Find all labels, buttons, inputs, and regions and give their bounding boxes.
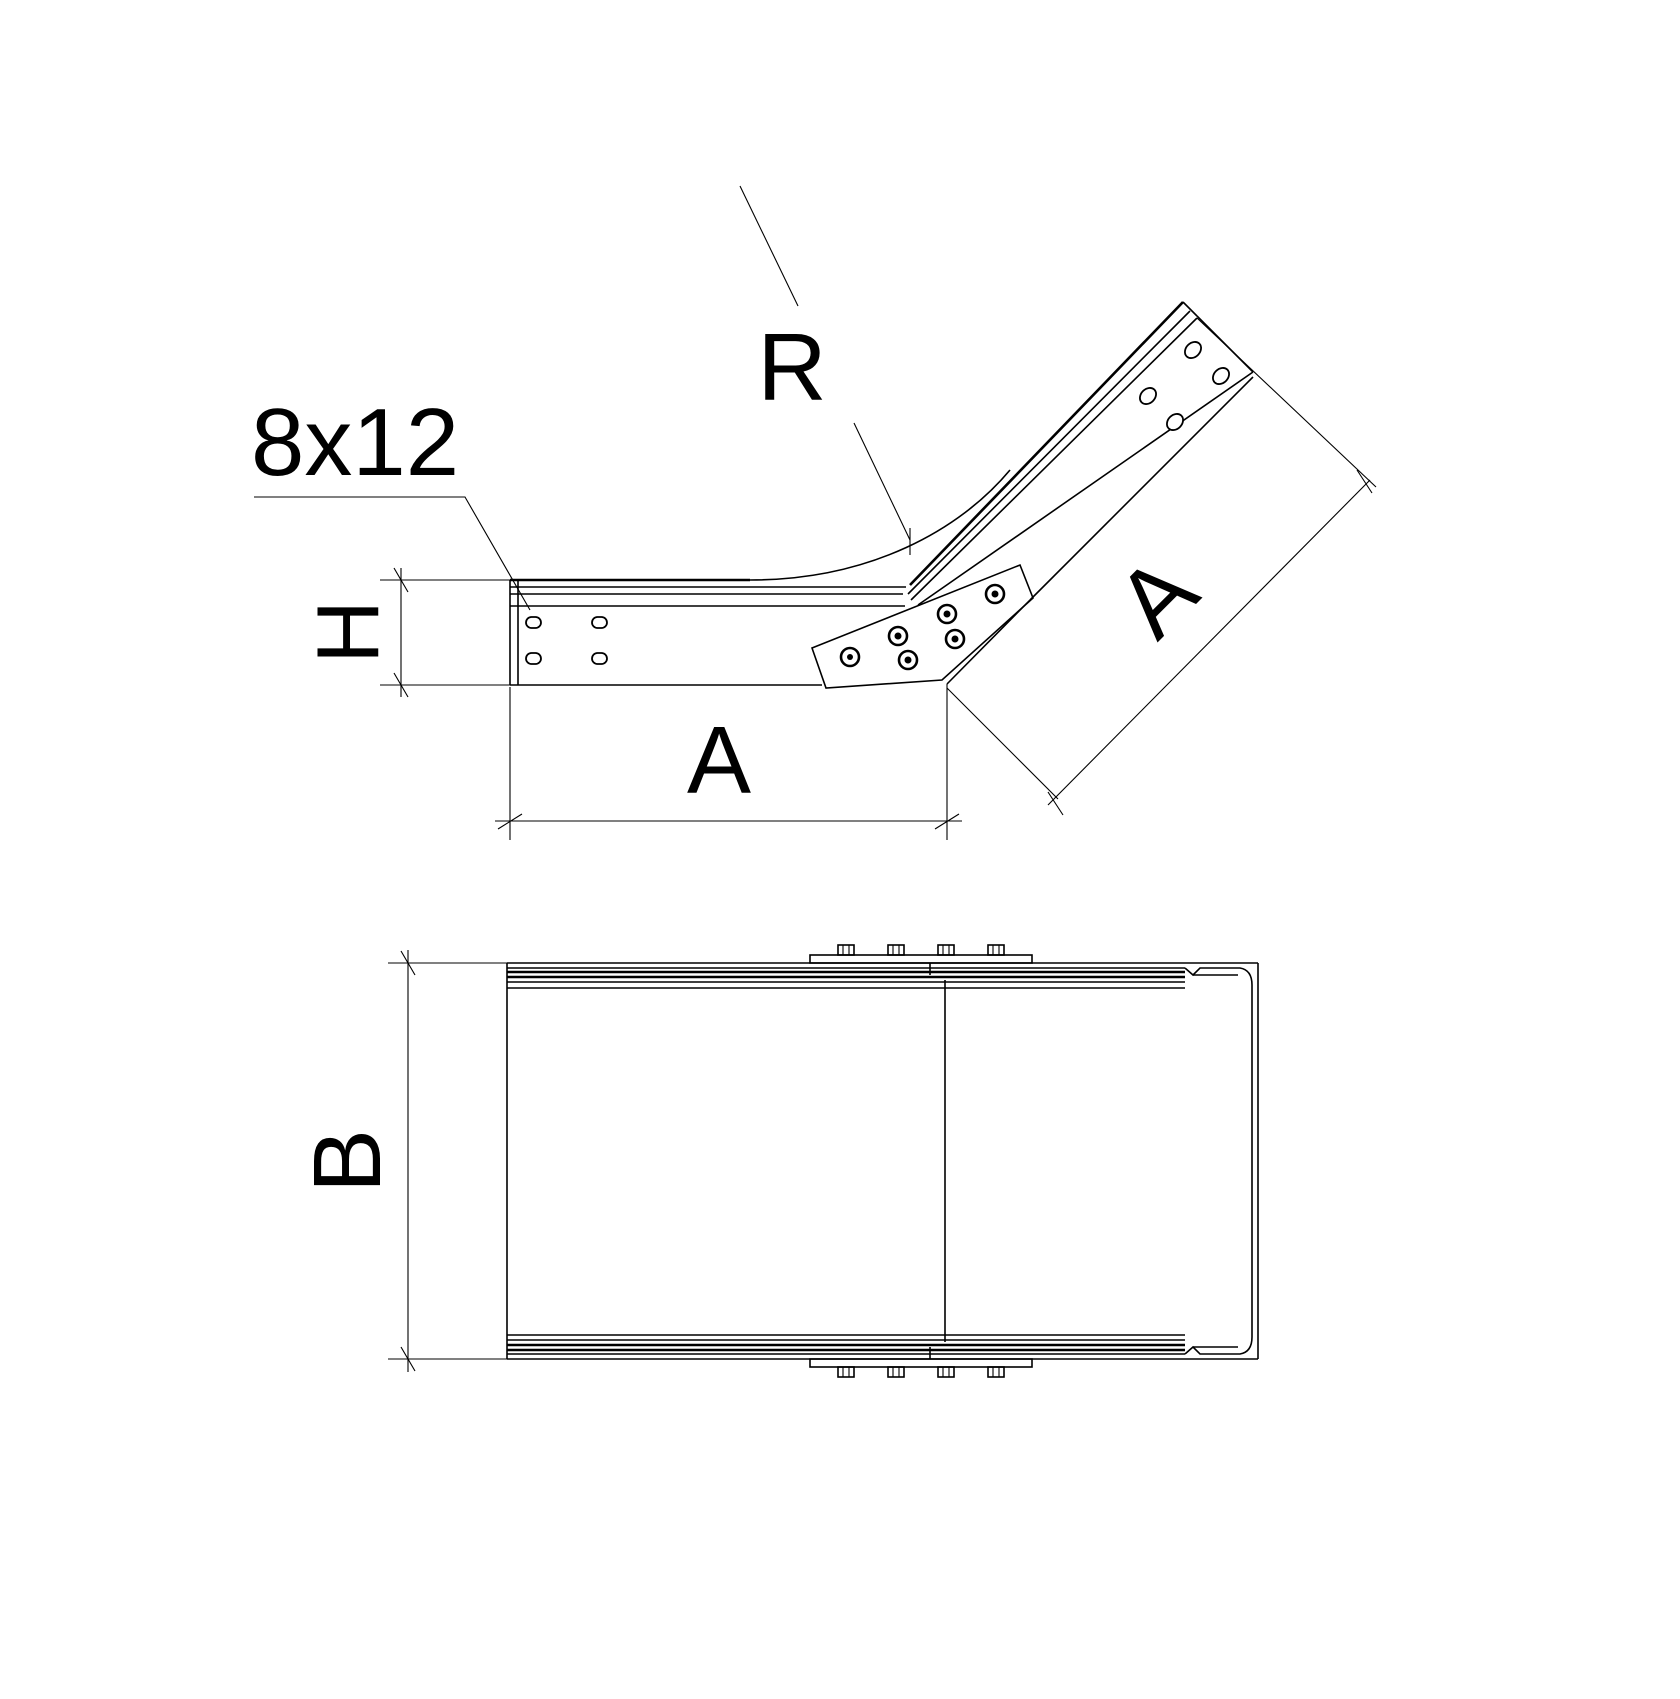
bolt: [936, 603, 958, 625]
bolt-head: [937, 944, 955, 956]
bolt-head: [987, 944, 1005, 956]
top-flange: [507, 967, 1253, 1355]
plan-view: B: [294, 944, 1259, 1378]
bolt-head: [987, 1366, 1005, 1378]
length-angled-dimension: A: [946, 317, 1377, 816]
bolt-head: [887, 1366, 905, 1378]
outer-radius-curve: [749, 469, 1011, 581]
connector-plate: [810, 563, 1034, 689]
slot-holes-angled: [1139, 341, 1230, 431]
bolt-head: [937, 1366, 955, 1378]
height-dimension: H: [298, 567, 510, 698]
bolt: [897, 649, 919, 671]
bolt: [839, 646, 861, 668]
length-angled-label: A: [1097, 537, 1218, 658]
bolt: [944, 628, 966, 650]
width-label: B: [294, 1129, 401, 1193]
bolt: [984, 583, 1006, 605]
plan-frame: [506, 962, 1259, 1360]
angled-section: [907, 301, 1254, 685]
bolt-head: [887, 944, 905, 956]
top-connector-plate: [809, 944, 1033, 975]
width-dimension: B: [294, 950, 507, 1372]
hole-size-leader: 8x12: [251, 389, 531, 611]
slot-holes-straight: [525, 616, 608, 665]
side-view: R 8x12 H A: [251, 185, 1377, 840]
height-label: H: [298, 600, 397, 664]
bolt-head: [837, 944, 855, 956]
bolt-head: [837, 1366, 855, 1378]
length-straight-dimension: A: [495, 684, 962, 840]
hole-size-label: 8x12: [251, 389, 459, 496]
straight-section: [509, 578, 906, 686]
radius-label: R: [757, 314, 826, 421]
radius-leader: R: [739, 185, 911, 555]
length-straight-label: A: [687, 707, 751, 814]
bolt: [887, 625, 909, 647]
bottom-flange: [507, 1334, 1185, 1355]
bottom-connector-plate: [809, 1347, 1033, 1378]
